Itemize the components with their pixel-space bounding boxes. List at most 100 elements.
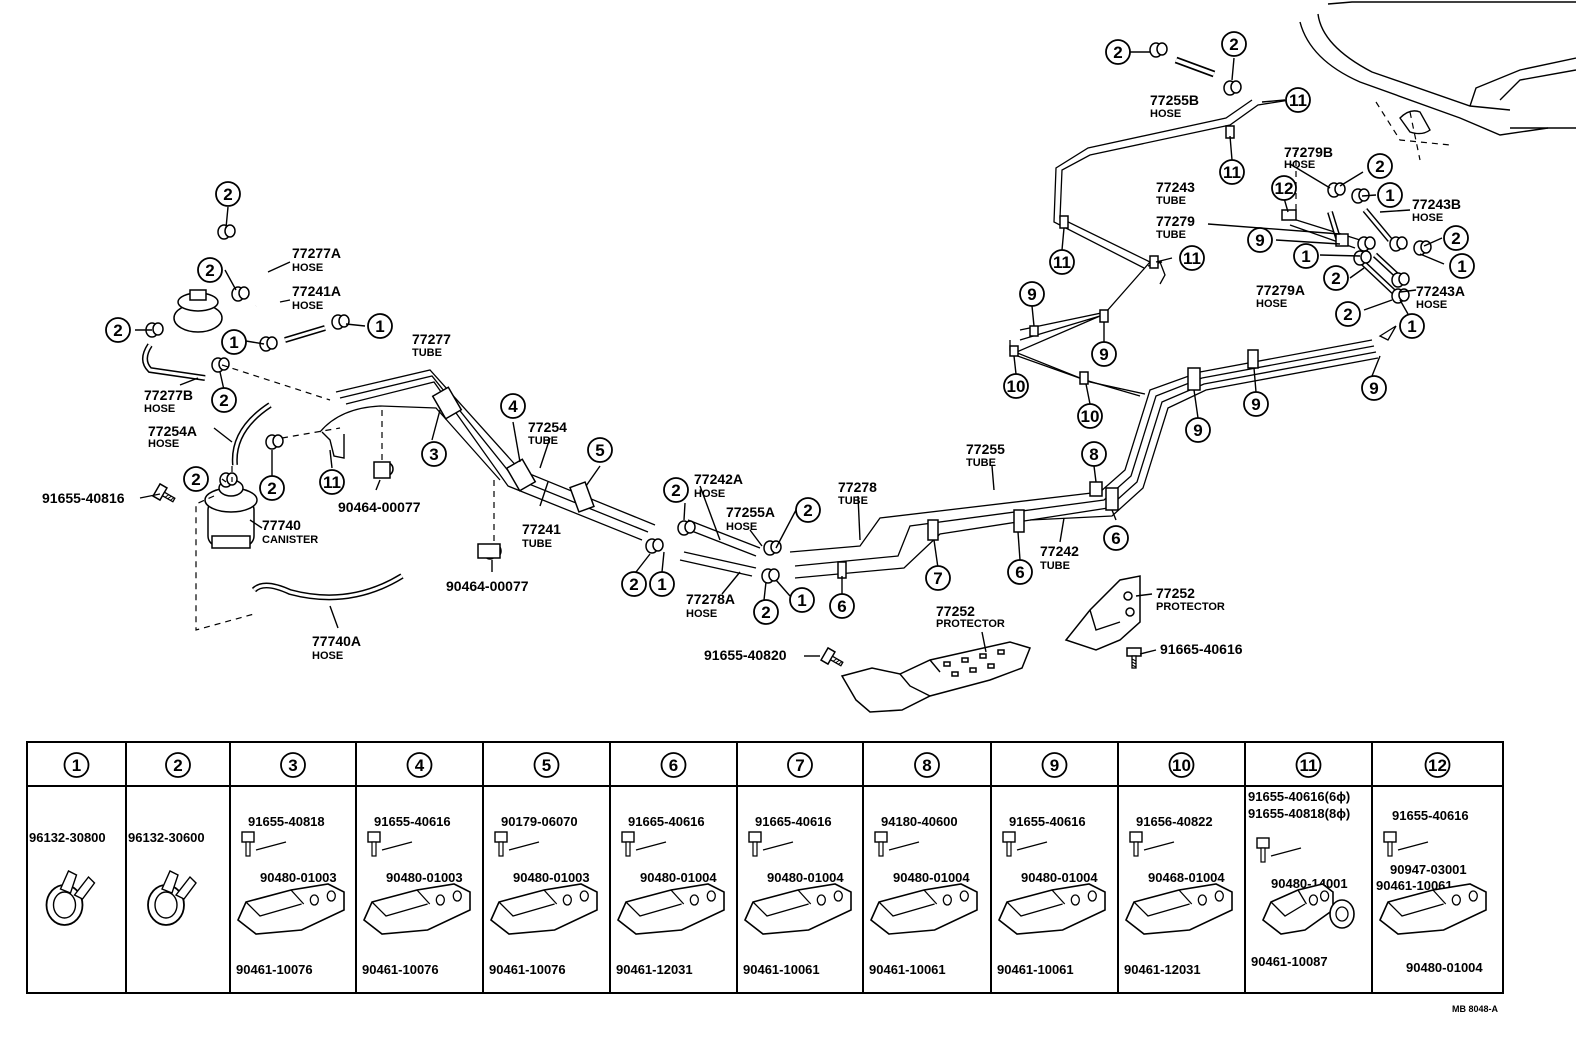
svg-text:2: 2 [1331, 269, 1340, 288]
svg-text:2: 2 [761, 603, 770, 622]
label-77279A: 77279A [1256, 282, 1305, 298]
callout-3: 3 [421, 441, 447, 467]
label-77277: 77277 [412, 331, 451, 347]
legend-part: 91655-40616 [1392, 808, 1469, 823]
svg-text:1: 1 [1301, 247, 1310, 266]
legend-part: 96132-30800 [29, 830, 106, 845]
label-77278A: 77278A [686, 591, 735, 607]
legend-header: 1 [72, 756, 81, 775]
label-77278-type: TUBE [838, 495, 868, 507]
label-77279B: 77279B [1284, 144, 1333, 160]
legend-header: 12 [1428, 756, 1447, 775]
callout-2: 2 [211, 387, 237, 413]
label-77255B: 77255B [1150, 92, 1199, 108]
svg-text:2: 2 [1343, 305, 1352, 324]
label-77277B-type: HOSE [144, 403, 175, 415]
label-77243B: 77243B [1412, 196, 1461, 212]
callout-2: 2 [1323, 265, 1349, 291]
svg-text:11: 11 [1223, 163, 1241, 182]
legend-column-1: 1 96132-30800 [29, 752, 106, 926]
callout-11: 11 [1219, 159, 1245, 185]
svg-text:1: 1 [1385, 186, 1394, 205]
label-90464-00077-b: 90464-00077 [446, 578, 529, 594]
label-77243B-type: HOSE [1412, 212, 1443, 224]
callout-11: 11 [1049, 249, 1075, 275]
label-91655-40816: 91655-40816 [42, 490, 125, 506]
svg-text:9: 9 [1099, 345, 1108, 364]
label-77242: 77242 [1040, 543, 1079, 559]
callout-10: 10 [1077, 403, 1103, 429]
label-77241-type: TUBE [522, 538, 552, 550]
legend-part: 90461-10061 [743, 962, 820, 977]
svg-text:3: 3 [429, 445, 438, 464]
legend-part: 90480-01004 [1406, 960, 1483, 975]
label-77242A: 77242A [694, 471, 743, 487]
svg-text:9: 9 [1193, 421, 1202, 440]
svg-text:2: 2 [219, 391, 228, 410]
legend-part: 91655-40616 [1009, 814, 1086, 829]
svg-text:6: 6 [1015, 563, 1024, 582]
callout-2: 2 [1367, 153, 1393, 179]
callout-2: 2 [1221, 31, 1247, 57]
vehicle-body-outline [1299, 1, 1576, 161]
label-77241A-type: HOSE [292, 300, 323, 312]
label-77242A-type: HOSE [694, 488, 725, 500]
label-77740A-type: HOSE [312, 650, 343, 662]
vacuum-valve [173, 289, 223, 333]
callout-9: 9 [1019, 281, 1045, 307]
legend-header: 6 [669, 756, 678, 775]
callout-5: 5 [587, 437, 613, 463]
legend-column-11: 1191655-40616(6ϕ)91655-40818(8ϕ)90480-14… [1248, 752, 1355, 969]
svg-text:1: 1 [1457, 257, 1466, 276]
callout-9: 9 [1091, 341, 1117, 367]
legend-part: 90480-01004 [767, 870, 844, 885]
callout-2: 2 [215, 181, 241, 207]
svg-text:11: 11 [1289, 91, 1307, 110]
label-77277-type: TUBE [412, 347, 442, 359]
label-77252-center: 77252 [936, 603, 975, 619]
callout-11: 11 [1179, 245, 1205, 271]
legend-header: 7 [795, 756, 804, 775]
legend-part: 91655-40818(8ϕ) [1248, 806, 1350, 821]
label-77252-rear-type: PROTECTOR [1156, 601, 1225, 613]
legend-header: 9 [1050, 756, 1059, 775]
legend-part: 90461-12031 [1124, 962, 1201, 977]
svg-text:2: 2 [803, 501, 812, 520]
label-77241: 77241 [522, 521, 561, 537]
svg-text:10: 10 [1007, 377, 1026, 396]
callout-2: 2 [1105, 39, 1131, 65]
svg-text:2: 2 [191, 470, 200, 489]
callout-1: 1 [221, 329, 247, 355]
label-77255: 77255 [966, 441, 1005, 457]
callout-4: 4 [500, 393, 526, 419]
callout-2: 2 [259, 475, 285, 501]
legend-column-12: 1291655-4061690947-0300190461-1006190480… [1376, 752, 1487, 975]
svg-text:1: 1 [229, 333, 238, 352]
callout-2: 2 [795, 497, 821, 523]
svg-text:9: 9 [1251, 395, 1260, 414]
callout-leaders [135, 51, 1445, 657]
legend-header: 4 [415, 756, 425, 775]
callout-2: 2 [753, 599, 779, 625]
label-77254A-type: HOSE [148, 438, 179, 450]
callout-6: 6 [1007, 559, 1033, 585]
svg-text:1: 1 [797, 591, 806, 610]
callout-6: 6 [1103, 525, 1129, 551]
callout-9: 9 [1361, 375, 1387, 401]
legend-part: 90480-01003 [513, 870, 590, 885]
label-77255B-type: HOSE [1150, 108, 1181, 120]
label-77254: 77254 [528, 419, 567, 435]
label-77241A: 77241A [292, 283, 341, 299]
label-91655-40820: 91655-40820 [704, 647, 787, 663]
svg-text:9: 9 [1369, 379, 1378, 398]
legend-part: 90480-01004 [640, 870, 717, 885]
legend-part: 91655-40616(6ϕ) [1248, 789, 1350, 804]
callout-2: 2 [621, 571, 647, 597]
label-90464-00077-a: 90464-00077 [338, 499, 421, 515]
footer-code: MB 8048-A [1452, 1004, 1499, 1014]
label-77279A-type: HOSE [1256, 298, 1287, 310]
